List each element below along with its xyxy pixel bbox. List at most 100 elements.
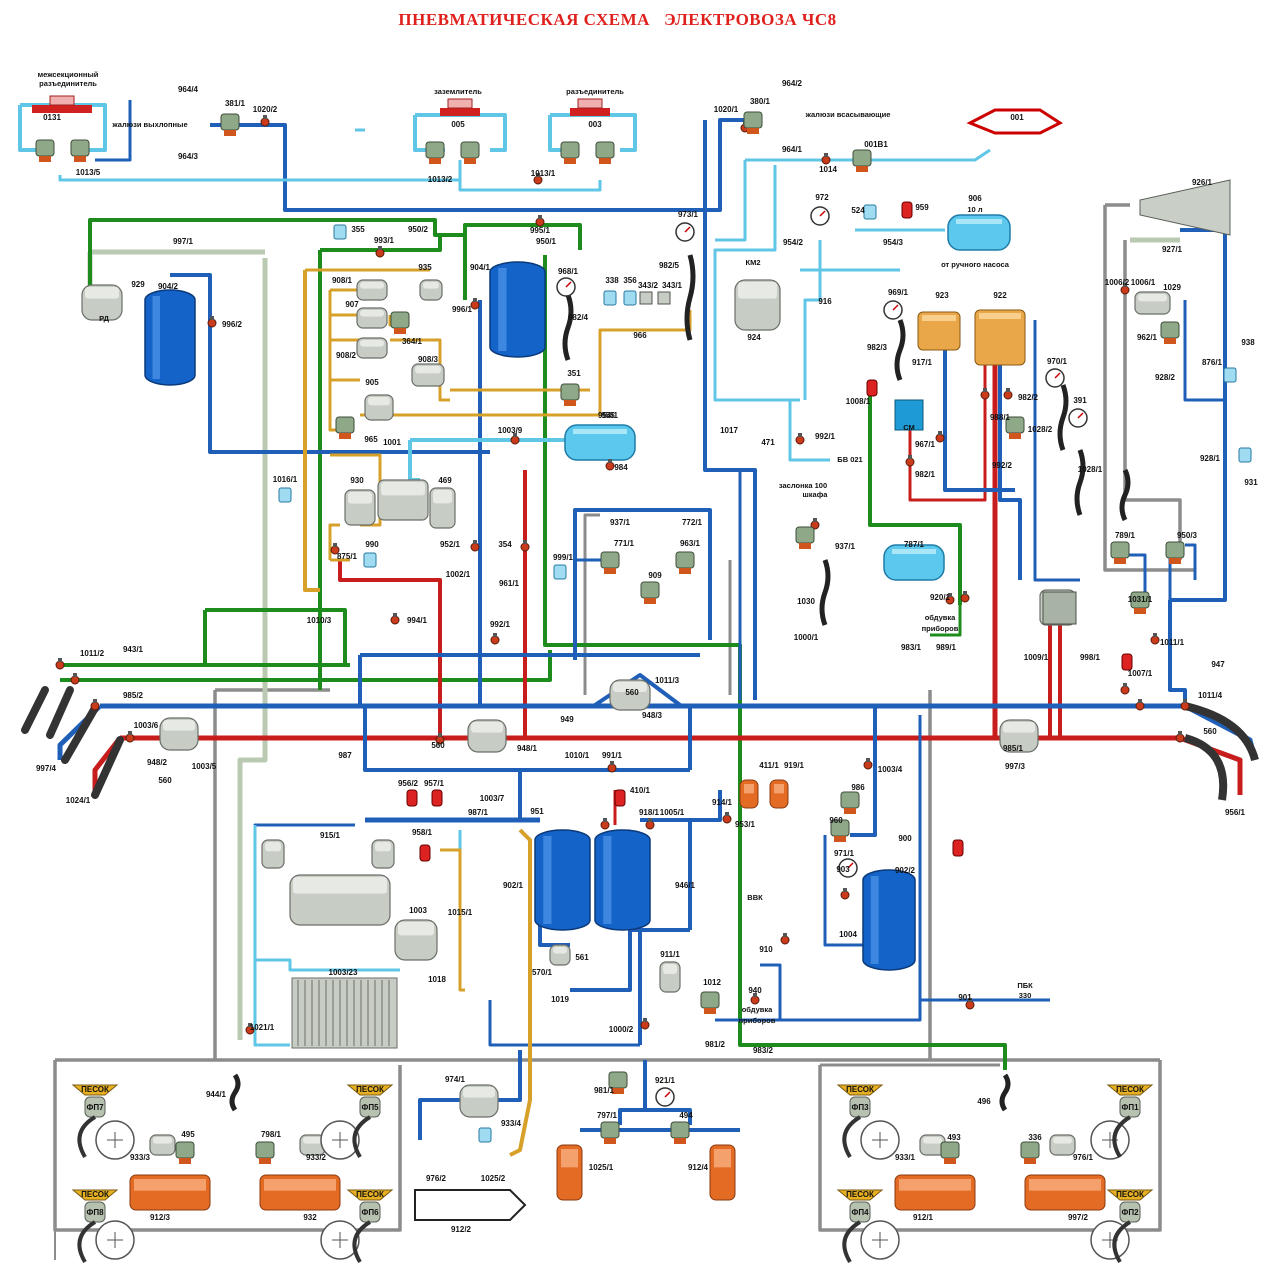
component-label: 933/1 bbox=[895, 1153, 916, 1162]
component-label: 1020/1 bbox=[714, 105, 739, 114]
component-label: 985/1 bbox=[1003, 744, 1024, 753]
component-label: 959 bbox=[915, 203, 929, 212]
component-label: 1003/23 bbox=[329, 968, 358, 977]
component-label: 919/1 bbox=[784, 761, 805, 770]
pipe bbox=[1168, 600, 1187, 706]
cylinder-908-2 bbox=[356, 337, 388, 359]
pipe bbox=[713, 395, 800, 402]
component-label: 932 bbox=[303, 1213, 317, 1222]
valve-block bbox=[1110, 541, 1130, 564]
annotation-ot_ruchnogo: от ручного насоса bbox=[941, 260, 1010, 269]
sand-box-label: ФП5 bbox=[361, 1103, 379, 1112]
valve-933-4 bbox=[149, 1134, 176, 1156]
valve-343-2 bbox=[639, 291, 653, 305]
annotation-cm: СМ bbox=[903, 423, 915, 432]
component-label: 1001 bbox=[383, 438, 401, 447]
valve-head bbox=[1223, 367, 1237, 383]
component-label: 904/1 bbox=[470, 263, 491, 272]
valve-block bbox=[852, 149, 872, 172]
valve-930-body bbox=[377, 479, 429, 521]
component-label: 876/1 bbox=[1202, 358, 1223, 367]
pipe bbox=[320, 235, 442, 252]
component-label: 998/1 bbox=[1080, 653, 1101, 662]
component-label: 993/1 bbox=[374, 236, 395, 245]
pipe bbox=[715, 160, 747, 242]
component-label: 996/2 bbox=[222, 320, 243, 329]
pipe bbox=[338, 560, 400, 582]
component-label: 997/2 bbox=[1068, 1213, 1089, 1222]
component-label: 992/1 bbox=[815, 432, 836, 441]
component-label: 356 bbox=[623, 276, 637, 285]
component-label: 947 bbox=[1211, 660, 1225, 669]
safety-valve bbox=[952, 839, 964, 857]
component-label: 494 bbox=[679, 1111, 693, 1120]
component-label: 1008/1 bbox=[846, 397, 871, 406]
component-label: 954/3 bbox=[883, 238, 904, 247]
component-label: 1007/1 bbox=[1128, 669, 1153, 678]
component-label: 992/1 bbox=[490, 620, 511, 629]
sand-box: ПЕСОК ФП5 bbox=[346, 1084, 394, 1159]
safety-valve bbox=[901, 201, 913, 219]
cock-valve bbox=[1120, 283, 1130, 295]
component-label: 493 bbox=[947, 1133, 961, 1142]
component-label: 1013/1 bbox=[531, 169, 556, 178]
component-label: 1011/1 bbox=[1160, 638, 1185, 647]
wheel bbox=[95, 1120, 135, 1160]
annotation-zhalyuzi_vsas: жалюзи всасывающие bbox=[805, 110, 891, 119]
valve-911-1 bbox=[549, 944, 571, 966]
annotation-zaslonka: заслонка 100 bbox=[779, 481, 827, 490]
component-label: 923 bbox=[935, 291, 949, 300]
component-label: 956/1 bbox=[1225, 808, 1246, 817]
annotation-obduvka_b: обдувка bbox=[742, 1005, 773, 1014]
hose bbox=[229, 1073, 241, 1112]
pipe bbox=[803, 240, 822, 400]
annotation-pbk_num: 330 bbox=[1019, 991, 1032, 1000]
pressure-gauge bbox=[655, 1087, 675, 1107]
component-label: 937/1 bbox=[835, 542, 856, 551]
valve-head bbox=[333, 224, 347, 240]
reservoir-904-2 bbox=[144, 289, 196, 386]
annotation-vvk: ВВК bbox=[747, 893, 763, 902]
valve-head bbox=[478, 1127, 492, 1143]
pipe bbox=[943, 350, 1015, 492]
reservoir-910 bbox=[659, 961, 681, 993]
sand-label: ПЕСОК bbox=[356, 1085, 384, 1094]
pipe bbox=[488, 1000, 640, 1047]
component-label: 904/2 bbox=[158, 282, 179, 291]
cock-valve bbox=[935, 431, 945, 443]
disconnector-003 bbox=[570, 98, 610, 116]
hose bbox=[562, 294, 574, 361]
valve-block bbox=[1130, 591, 1150, 614]
component-label: 1019 bbox=[551, 995, 569, 1004]
component-label: 364/1 bbox=[402, 337, 423, 346]
component-label: 981/2 bbox=[705, 1040, 726, 1049]
component-label: 966 bbox=[633, 331, 647, 340]
cock-valve bbox=[600, 818, 610, 830]
component-label: 1013/5 bbox=[76, 168, 101, 177]
component-label: 988/1 bbox=[990, 413, 1011, 422]
component-label: 915/1 bbox=[320, 831, 341, 840]
cock-valve bbox=[863, 758, 873, 770]
valve-head bbox=[603, 290, 617, 306]
cock-valve bbox=[965, 998, 975, 1010]
cock-valve bbox=[645, 818, 655, 830]
reservoir-909 bbox=[883, 544, 945, 581]
component-label: 974/1 bbox=[445, 1075, 466, 1084]
pipe bbox=[823, 835, 865, 947]
component-label: 914/1 bbox=[712, 798, 733, 807]
brake-cylinder-1025-2 bbox=[556, 1144, 583, 1201]
component-label: 1011/3 bbox=[655, 676, 680, 685]
cylinder-908-1 bbox=[356, 279, 388, 301]
component-label: 946/1 bbox=[675, 881, 696, 890]
coupling-hose bbox=[1184, 702, 1259, 762]
pipe bbox=[303, 270, 320, 592]
valve-block bbox=[220, 113, 240, 136]
filter-948-1 bbox=[999, 719, 1039, 753]
reservoir-902-1 bbox=[594, 829, 651, 931]
valve-938 bbox=[364, 394, 394, 421]
annotation-pribory_b: приборов bbox=[739, 1016, 776, 1025]
component-label: 990 bbox=[365, 540, 379, 549]
component-label: 994/1 bbox=[407, 616, 428, 625]
